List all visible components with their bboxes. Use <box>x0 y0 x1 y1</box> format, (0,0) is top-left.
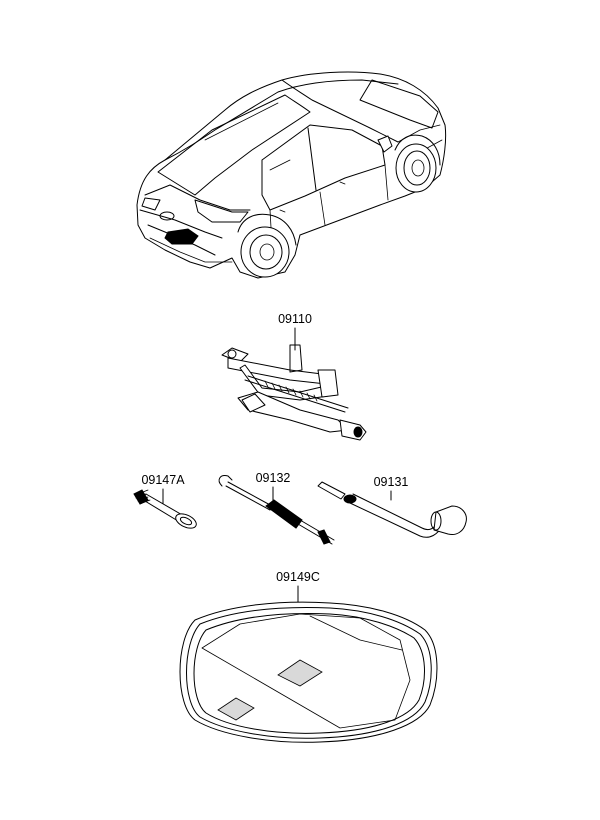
tool-tray-illustration <box>179 601 438 743</box>
vehicle-illustration <box>136 71 447 279</box>
part-number-label: 09149C <box>276 570 320 584</box>
tow-hook-illustration <box>133 489 197 529</box>
jack-handle-illustration <box>218 475 335 545</box>
part-number-label: 09132 <box>256 471 291 485</box>
wheel-lug-wrench-illustration <box>317 481 467 538</box>
jack-illustration <box>221 344 367 441</box>
part-number-label: 09147A <box>141 473 185 487</box>
part-number-label: 09110 <box>278 312 312 326</box>
part-number-label: 09131 <box>374 475 409 489</box>
